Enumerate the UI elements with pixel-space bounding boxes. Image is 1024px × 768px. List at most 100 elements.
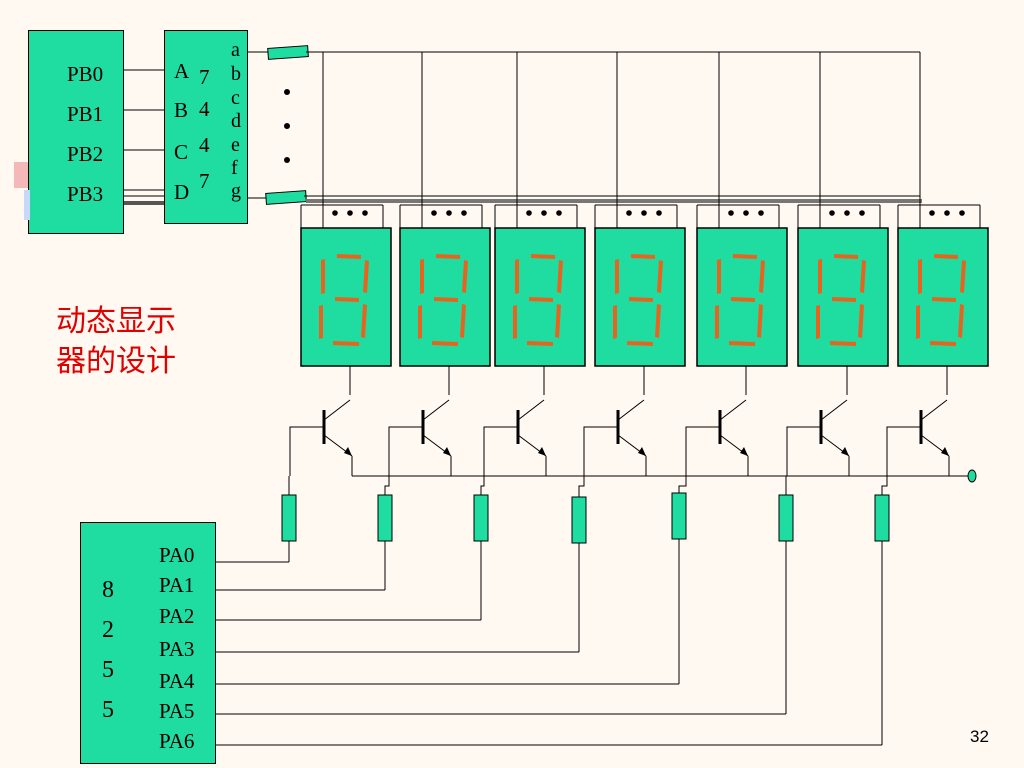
pa4-label: PA4: [159, 669, 195, 693]
title-line-2: 器的设计: [56, 344, 176, 379]
segment-b: [363, 260, 369, 293]
display-pin-dot: [332, 210, 338, 216]
transistor-arrow: [443, 447, 451, 456]
decoder-chip: A B C D 7 4 4 7 a b c d e f g: [164, 30, 248, 224]
chip-8255-digit-1: 8: [102, 577, 114, 603]
base-lead: [685, 426, 720, 476]
segment-f: [717, 259, 721, 294]
transistor-collector: [820, 399, 848, 421]
segment-e: [613, 305, 617, 339]
segment-e: [715, 305, 719, 339]
segment-b: [860, 260, 866, 293]
transistor-collector: [920, 399, 948, 421]
decoder-part-digit-2: 4: [199, 97, 210, 121]
segment-a: [733, 254, 757, 259]
transistor-arrow: [638, 447, 646, 456]
display-pin-dot: [728, 210, 734, 216]
segment-b: [462, 260, 468, 293]
display-pin-dot: [541, 210, 547, 216]
decor-bar: [14, 162, 28, 188]
decoder-part-digit-1: 7: [199, 65, 210, 89]
segment-c: [858, 304, 864, 338]
transistor-arrow: [740, 447, 748, 456]
segment-d: [830, 341, 856, 346]
base-link: [384, 476, 390, 495]
display-pin-dot: [656, 210, 662, 216]
segment-c: [555, 304, 561, 338]
base-resistor-6: [778, 494, 794, 542]
segment-g: [434, 297, 458, 302]
segment-a: [631, 254, 655, 259]
segment-e: [816, 305, 820, 339]
transistor-collector: [517, 399, 545, 421]
chip-8255-digit-2: 2: [102, 617, 114, 643]
segment-d: [930, 341, 956, 346]
segment-a: [934, 254, 958, 259]
base-resistor-5: [671, 492, 687, 540]
segment-g: [529, 297, 553, 302]
segment-label-a: a: [231, 39, 240, 61]
display-pin-dot: [859, 210, 865, 216]
display-pin-dot: [362, 210, 368, 216]
display-pin-dot: [556, 210, 562, 216]
decoder-part-digit-3: 4: [199, 133, 210, 157]
segment-f: [818, 259, 822, 294]
seven-seg-display-5: [696, 227, 788, 367]
decoder-input-b: B: [174, 98, 189, 122]
ground-terminal: [967, 469, 977, 483]
segment-e: [418, 305, 422, 339]
segment-f: [420, 259, 424, 294]
resistor-g: [265, 190, 307, 205]
base-link: [678, 476, 687, 493]
base-resistor-7: [874, 494, 890, 542]
display-pin-dot: [446, 210, 452, 216]
segment-a: [531, 254, 555, 259]
decoder-input-d: D: [174, 180, 190, 204]
chip-8255: 8 2 5 5 PA0 PA1 PA2 PA3 PA4 PA5 PA6: [80, 522, 216, 764]
base-link: [480, 476, 485, 495]
segment-d: [729, 341, 755, 346]
pb0-label: PB0: [67, 62, 104, 86]
base-link: [881, 476, 888, 495]
pa2-label: PA2: [159, 604, 195, 628]
segment-f: [515, 259, 519, 294]
segment-a: [834, 254, 858, 259]
base-lead: [483, 426, 518, 476]
transistor-collector: [323, 399, 351, 421]
bus-g-shadow: [306, 199, 922, 203]
display-pin-dot: [347, 210, 353, 216]
segment-g: [335, 297, 359, 302]
pa5-label: PA5: [159, 699, 195, 723]
segment-label-b: b: [231, 63, 241, 85]
segment-f: [321, 259, 325, 294]
base-resistor-4: [571, 496, 587, 544]
segment-c: [757, 304, 763, 338]
segment-d: [333, 341, 359, 346]
bus-ellipsis-dot: [284, 123, 290, 129]
decoder-part-digit-4: 7: [199, 169, 210, 193]
pb1-label: PB1: [67, 102, 104, 126]
segment-g: [629, 297, 653, 302]
resistor-a: [267, 45, 309, 60]
segment-c: [361, 304, 367, 338]
decor-bar: [24, 190, 30, 220]
decoder-input-a: A: [174, 59, 190, 83]
segment-e: [513, 305, 517, 339]
segment-a: [436, 254, 460, 259]
segment-f: [918, 259, 922, 294]
base-lead: [289, 426, 324, 476]
transistor-collector: [719, 399, 747, 421]
segment-d: [527, 341, 553, 346]
transistor-arrow: [841, 447, 849, 456]
pa1-label: PA1: [159, 573, 195, 597]
segment-label-c: c: [231, 87, 240, 109]
segment-b: [557, 260, 563, 293]
segment-label-g: g: [231, 180, 241, 202]
base-lead: [886, 426, 921, 476]
slide-title: 动态显示 器的设计: [56, 302, 176, 382]
segment-d: [627, 341, 653, 346]
display-pin-dot: [431, 210, 437, 216]
segment-e: [916, 305, 920, 339]
